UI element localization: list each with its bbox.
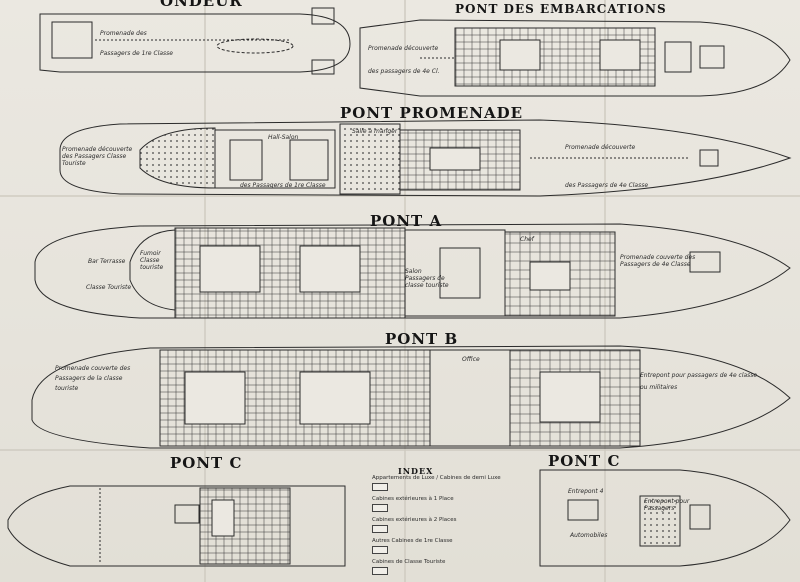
index-swatch-3 [372, 525, 388, 533]
deck-title-a: PONT A [370, 212, 443, 230]
label-entrepont-c: Entrepont 4 [568, 488, 604, 495]
index-swatch-5 [372, 567, 388, 575]
index-item-1: Appartements de Luxe / Cabines de demi L… [372, 475, 501, 481]
label-promenade-couverte-b: Promenade couverte des Passagers de la c… [55, 365, 131, 392]
deck-title-embarkation: PONT DES EMBARCATIONS [455, 2, 667, 16]
top-left-deck [39, 7, 351, 75]
label-hall-salon: Hall-Salon [268, 134, 299, 141]
deck-title-c-left: PONT C [170, 454, 243, 472]
deck-b [31, 345, 791, 449]
index-item-4: Autres Cabines de 1re Classe [372, 538, 453, 544]
deck-c-right [539, 469, 791, 567]
label-promenade-decouverte-2: Promenade découverte [565, 144, 636, 151]
label-promenade-couverte-4e: Promenade couverte des Passagers de 4e C… [620, 254, 696, 268]
index-swatch-4 [372, 546, 388, 554]
label-office: Office [462, 356, 480, 363]
index-title: INDEX [398, 466, 434, 476]
label-bar-terrasse: Bar Terrasse [88, 258, 126, 265]
label-promenade-decouverte: Promenade découverte [368, 45, 439, 52]
index-swatch-2 [372, 504, 388, 512]
deck-c-left [7, 485, 346, 567]
deck-title-b: PONT B [385, 330, 459, 348]
label-chef: Chef [520, 236, 534, 243]
label-promenade-des: Promenade des [100, 30, 147, 37]
label-passagers-1re-classe: des Passagers de 1re Classe [240, 182, 326, 189]
label-fumoir: Fumoir Classe touriste [140, 250, 164, 271]
deck-title-top-left: ONDEUR [160, 0, 243, 10]
label-promenade-touriste: Promenade découverte des Passagers Class… [62, 146, 133, 167]
index-item-5: Cabines de Classe Touriste [372, 559, 446, 565]
index-swatch-1 [372, 483, 388, 491]
index-item-2: Cabines extérieures à 1 Place [372, 496, 454, 502]
label-salle-a-manger: Salle à manger [352, 128, 398, 135]
deck-title-c-right: PONT C [548, 452, 621, 470]
label-salon: Salon Passagers de classe touriste [405, 268, 449, 289]
label-passagers-1re: Passagers de 1re Classe [100, 50, 173, 57]
label-entrepont-b: Entrepont pour passagers de 4e classe ou… [640, 372, 758, 391]
deck-title-promenade: PONT PROMENADE [340, 104, 524, 122]
label-entrepont-c2: Entrepont pour Passagers [644, 498, 690, 512]
embarkation-deck [359, 19, 791, 97]
label-passagers-4e-classe: des Passagers de 4e Classe [565, 182, 649, 189]
label-automobiles: Automobiles [570, 532, 608, 539]
label-classe-touriste: Classe Touriste [86, 284, 132, 291]
index-item-3: Cabines extérieures à 2 Places [372, 517, 457, 523]
label-passagers-4e: des passagers de 4e Cl. [368, 68, 440, 75]
promenade-deck [59, 119, 792, 197]
deck-a [34, 223, 791, 319]
